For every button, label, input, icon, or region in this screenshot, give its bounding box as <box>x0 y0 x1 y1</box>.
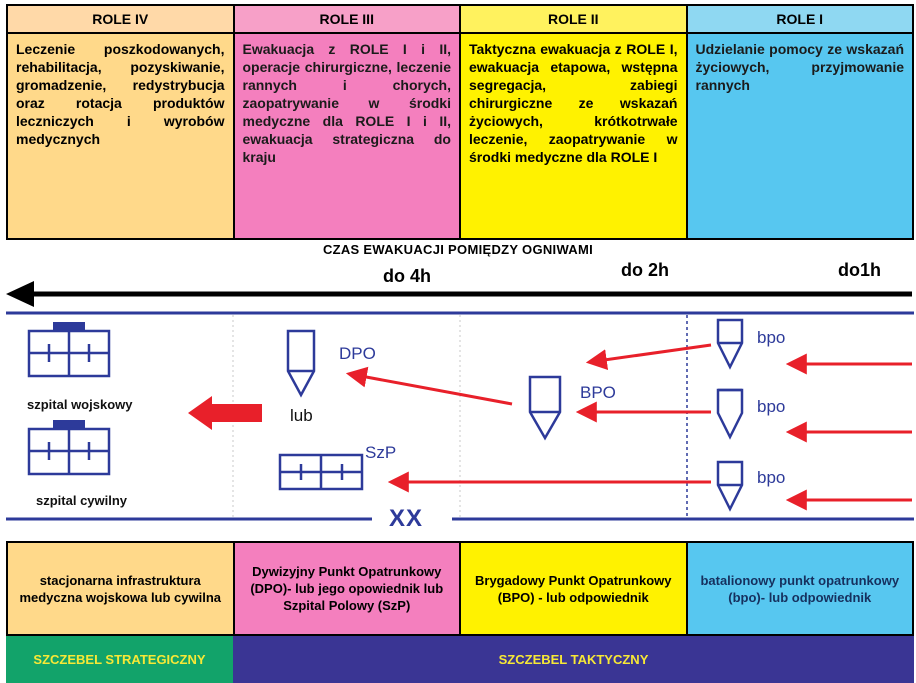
role-ii-description: Taktyczna ewakuacja z ROLE I, ewakuacja … <box>461 34 686 238</box>
role-iii-column: ROLE III Ewakuacja z ROLE I i II, operac… <box>234 6 461 238</box>
roles-table: ROLE IV Leczenie poszkodowanych, rehabil… <box>6 4 914 240</box>
facilities-table: stacjonarna infrastruktura medyczna wojs… <box>6 541 914 636</box>
szp-icon <box>278 453 364 491</box>
bpo-brigade-icon <box>528 375 562 441</box>
strategic-level-band: SZCZEBEL STRATEGICZNY <box>6 636 233 683</box>
role-iii-description: Ewakuacja z ROLE I i II, operacje chirur… <box>234 34 459 238</box>
role-i-description: Udzielanie pomocy ze wskazań życiowych, … <box>687 34 912 238</box>
or-label: lub <box>290 406 313 425</box>
timeline-arrow <box>6 281 912 307</box>
bpo-battalion-icon-1 <box>716 318 744 370</box>
facility-battalion: batalionowy punkt opatrunkowy (bpo)- lub… <box>687 543 912 634</box>
military-hospital-label: szpital wojskowy <box>27 397 133 412</box>
time-label-4h: do 4h <box>383 266 431 286</box>
bpo-battalion-icon-2 <box>716 388 744 440</box>
civil-hospital-icon <box>27 420 111 476</box>
role-iii-header: ROLE III <box>234 6 459 34</box>
role-ii-column: ROLE II Taktyczna ewakuacja z ROLE I, ew… <box>461 6 688 238</box>
military-hospital-icon <box>27 322 111 378</box>
role-ii-header: ROLE II <box>461 6 686 34</box>
role-i-column: ROLE I Udzielanie pomocy ze wskazań życi… <box>687 6 912 238</box>
role-iv-description: Leczenie poszkodowanych, rehabilitacja, … <box>8 34 233 238</box>
szp-label: SzP <box>365 443 397 462</box>
bpo-battalion-label-1: bpo <box>757 328 786 347</box>
facility-strategic: stacjonarna infrastruktura medyczna wojs… <box>8 543 235 634</box>
time-label-1h: do1h <box>838 260 881 280</box>
role-iv-column: ROLE IV Leczenie poszkodowanych, rehabil… <box>8 6 235 238</box>
bpo-battalion-label-2: bpo <box>757 397 786 416</box>
evacuation-time-title: CZAS EWAKUACJI POMIĘDZY OGNIWAMI <box>322 242 594 257</box>
civil-hospital-label: szpital cywilny <box>36 493 128 508</box>
facility-dpo: Dywizyjny Punkt Opatrunkowy (DPO)- lub j… <box>234 543 461 634</box>
big-red-arrow <box>188 396 262 430</box>
bpo-battalion-icon-3 <box>716 460 744 512</box>
evacuation-arrows <box>345 343 912 511</box>
bpo-brigade-label: BPO <box>580 383 616 402</box>
role-iv-header: ROLE IV <box>8 6 233 34</box>
dpo-icon <box>286 329 316 398</box>
dpo-label: DPO <box>339 344 376 363</box>
role-i-header: ROLE I <box>687 6 912 34</box>
tactical-level-band: SZCZEBEL TAKTYCZNY <box>233 636 914 683</box>
facility-bpo: Brygadowy Punkt Opatrunkowy (BPO) - lub … <box>461 543 688 634</box>
arrow-bpo1-to-bpo <box>585 343 712 371</box>
boundary-mark: XX <box>389 505 424 532</box>
bpo-battalion-label-3: bpo <box>757 468 786 487</box>
time-label-2h: do 2h <box>621 260 669 280</box>
arrow-bpo-to-dpo <box>345 366 513 406</box>
